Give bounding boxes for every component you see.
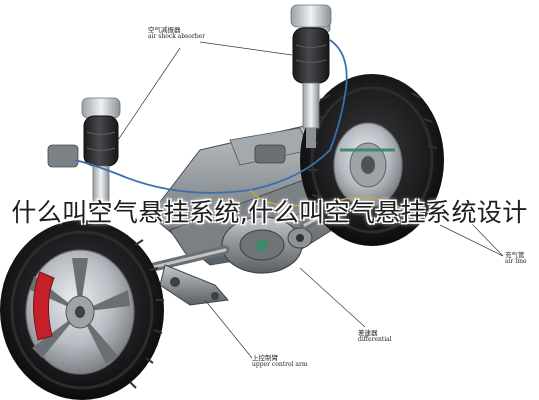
air-lines — [74, 39, 411, 216]
callout-differential-en: differential — [358, 336, 392, 344]
callout-upper-control-arm: 上控制臂 upper control arm — [252, 354, 308, 369]
callout-air-shock-absorber-zh: 空气减振器 — [148, 26, 181, 34]
callout-upper-control-arm-zh: 上控制臂 — [252, 354, 278, 362]
upper-control-arm-part — [159, 264, 229, 306]
callout-air-shock-absorber: 空气减振器 air shock absorber — [148, 26, 205, 41]
rear-right-wheel — [300, 74, 444, 246]
air-spring-right — [290, 4, 332, 148]
tire-tread-front — [129, 239, 164, 389]
callout-air-shock-absorber-en: air shock absorber — [148, 33, 205, 41]
callout-differential-zh: 差速器 — [358, 329, 378, 337]
brake-caliper — [32, 271, 55, 341]
callout-differential: 差速器 differential — [358, 329, 392, 344]
callout-air-line: 充气管 air line — [505, 251, 527, 266]
callout-air-line-zh: 充气管 — [505, 251, 525, 259]
front-left-wheel — [0, 220, 164, 400]
callout-upper-control-arm-en: upper control arm — [252, 361, 308, 369]
leader-lines — [117, 41, 504, 359]
differential-unit — [221, 216, 313, 274]
overlay-title: 什么叫空气悬挂系统,什么叫空气悬挂系统设计 — [11, 198, 528, 227]
callout-air-line-en: air line — [505, 258, 527, 266]
air-spring-left — [47, 97, 121, 212]
